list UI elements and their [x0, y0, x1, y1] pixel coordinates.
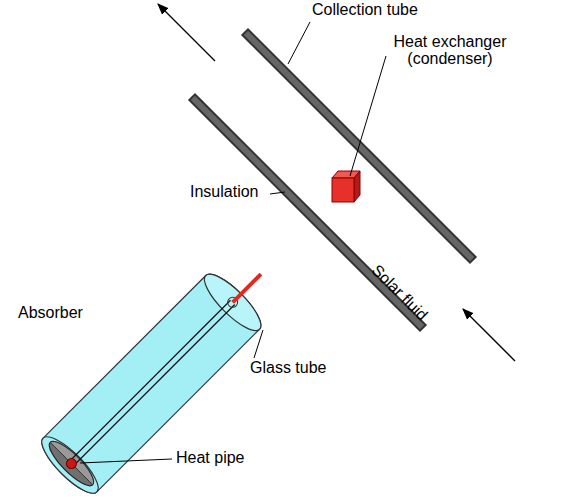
absorber-disc — [44, 436, 99, 491]
flow-label: Solar fluid — [368, 262, 430, 324]
part-label: Collection tube — [312, 2, 418, 19]
heat-pipe-end — [233, 274, 261, 302]
part-label: Absorber — [18, 305, 83, 322]
flow-arrow — [158, 4, 215, 61]
part-label: Insulation — [190, 184, 259, 201]
flow-arrow — [463, 309, 515, 361]
part-label: Glass tube — [250, 360, 326, 377]
collection-tube-wall — [248, 35, 470, 257]
leader-lines — [80, 22, 386, 463]
part-label: Heat pipe — [176, 450, 245, 467]
heat-pipe-dot — [64, 457, 78, 471]
condenser-block — [332, 171, 360, 202]
absorber-plate — [69, 300, 230, 461]
part-label: Heat exchanger (condenser) — [386, 34, 514, 68]
glass-tube — [35, 247, 288, 498]
